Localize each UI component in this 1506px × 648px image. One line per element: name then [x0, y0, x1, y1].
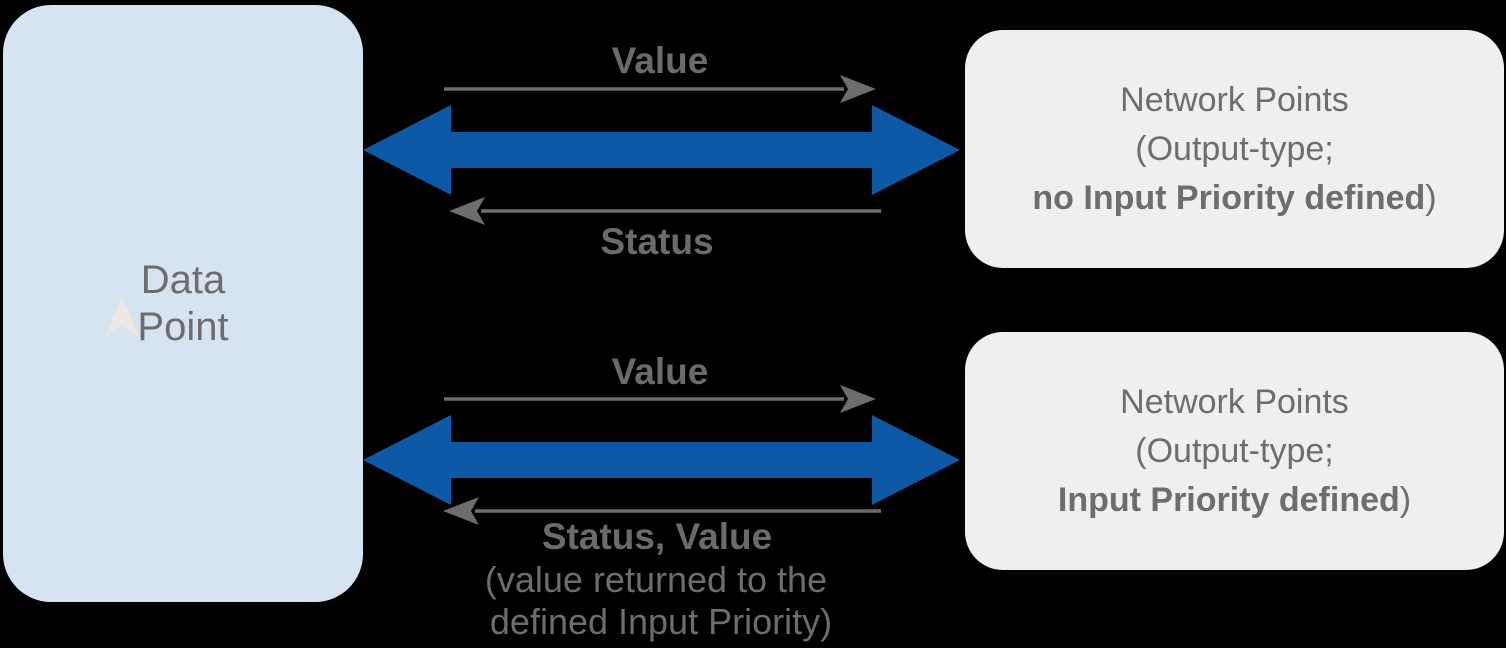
bottom-status-label: Status, Value [541, 516, 773, 557]
top-status-label: Status [600, 221, 714, 262]
data-point-label-line1: Data [140, 257, 226, 302]
status-note-line1: (value returned to the [484, 559, 828, 600]
data-point-box: Data Point [3, 5, 363, 602]
value-arrow-right-icon [444, 385, 876, 413]
data-point-label-line2: Point [137, 304, 229, 349]
network-box-line1: Network Points [1120, 382, 1349, 421]
value-arrow-right-icon [444, 75, 876, 103]
double-arrow-icon [363, 105, 960, 195]
status-arrow-left-icon [443, 497, 881, 525]
network-box-line2: (Output-type; [1135, 431, 1334, 470]
network-box-line3-bold: no Input Priority defined [1032, 178, 1426, 217]
network-box-line2: (Output-type; [1135, 129, 1334, 168]
cursor-arrow-icon [105, 296, 139, 337]
network-box-line3: no Input Priority defined) [1032, 174, 1436, 223]
network-box-line3: Input Priority defined) [1058, 476, 1411, 525]
status-arrow-left-icon [449, 197, 881, 225]
double-arrow-icon [363, 415, 960, 505]
network-box-line3-bold: Input Priority defined [1057, 480, 1400, 519]
bottom-value-label: Value [611, 351, 709, 392]
network-box-line3-close: ) [1425, 178, 1437, 217]
network-points-box-no-priority: Network Points (Output-type; no Input Pr… [965, 30, 1504, 268]
status-note-line2: defined Input Priority) [489, 601, 833, 642]
network-box-line1: Network Points [1120, 80, 1349, 119]
network-points-box-priority-defined: Network Points (Output-type; Input Prior… [965, 332, 1504, 570]
network-box-line3-close: ) [1399, 480, 1412, 519]
top-value-label: Value [611, 40, 709, 81]
